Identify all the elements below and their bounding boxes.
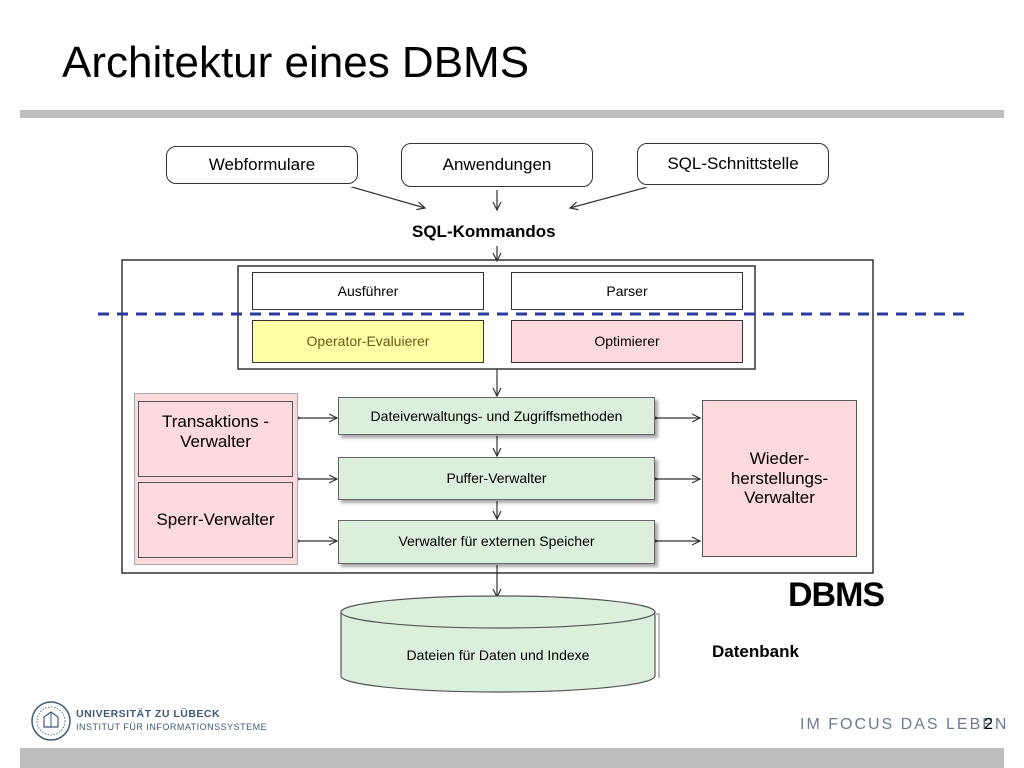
operator-evaluierer-box: Operator-Evaluierer [252, 320, 484, 363]
title-rule [20, 110, 1004, 118]
bottom-bar [20, 748, 1004, 768]
sql-schnittstelle-box: SQL-Schnittstelle [637, 143, 829, 185]
institute-name: INSTITUT FÜR INFORMATIONSSYSTEME [76, 722, 268, 732]
dbms-label: DBMS [788, 576, 885, 614]
parser-box: Parser [511, 272, 743, 310]
puffer-verwalter-box: Puffer-Verwalter [338, 457, 655, 500]
university-slogan: IM FOCUS DAS LEBEN [800, 716, 1009, 733]
arrow-webformulare [344, 184, 425, 208]
database-cylinder [340, 595, 660, 693]
database-content: Dateien für Daten und Indexe [406, 646, 590, 663]
slide-title: Architektur eines DBMS [62, 38, 530, 87]
webformulare-box: Webformulare [166, 146, 358, 184]
sperr-verwalter-box: Sperr-Verwalter [138, 482, 293, 558]
optimierer-box: Optimierer [511, 320, 743, 363]
anwendungen-box: Anwendungen [401, 143, 593, 187]
dateiverwaltung-box: Dateiverwaltungs- und Zugriffsmethoden [338, 397, 655, 435]
transaktions-verwalter-box: Transaktions - Verwalter [138, 401, 293, 477]
arrow-sql-schnittstelle [570, 184, 656, 208]
sql-kommandos-label: SQL-Kommandos [412, 222, 556, 241]
wiederherstellungs-verwalter-box: Wieder-herstellungs-Verwalter [702, 400, 857, 557]
university-name: UNIVERSITÄT ZU LÜBECK [76, 708, 221, 720]
university-seal-icon [31, 701, 71, 741]
page-number: 2 [984, 716, 993, 733]
externer-speicher-box: Verwalter für externen Speicher [338, 520, 655, 564]
ausfuehrer-box: Ausführer [252, 272, 484, 310]
datenbank-label: Datenbank [712, 642, 799, 661]
